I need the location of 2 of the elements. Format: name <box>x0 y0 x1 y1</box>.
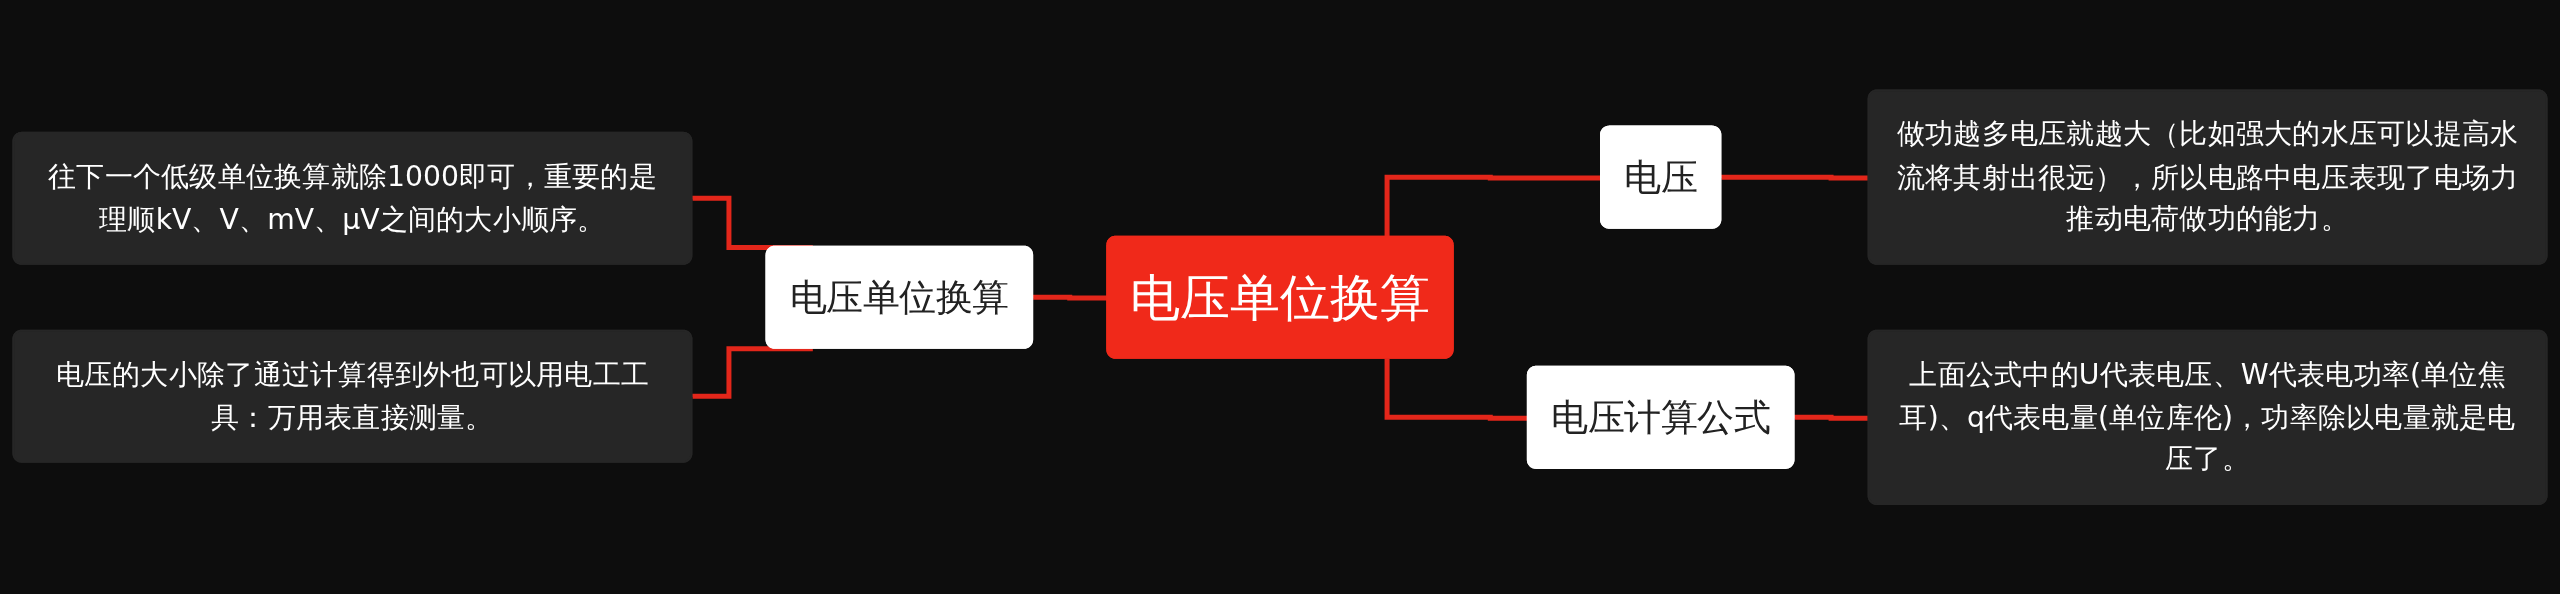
connector <box>1384 358 1529 421</box>
connector <box>1384 174 1602 238</box>
